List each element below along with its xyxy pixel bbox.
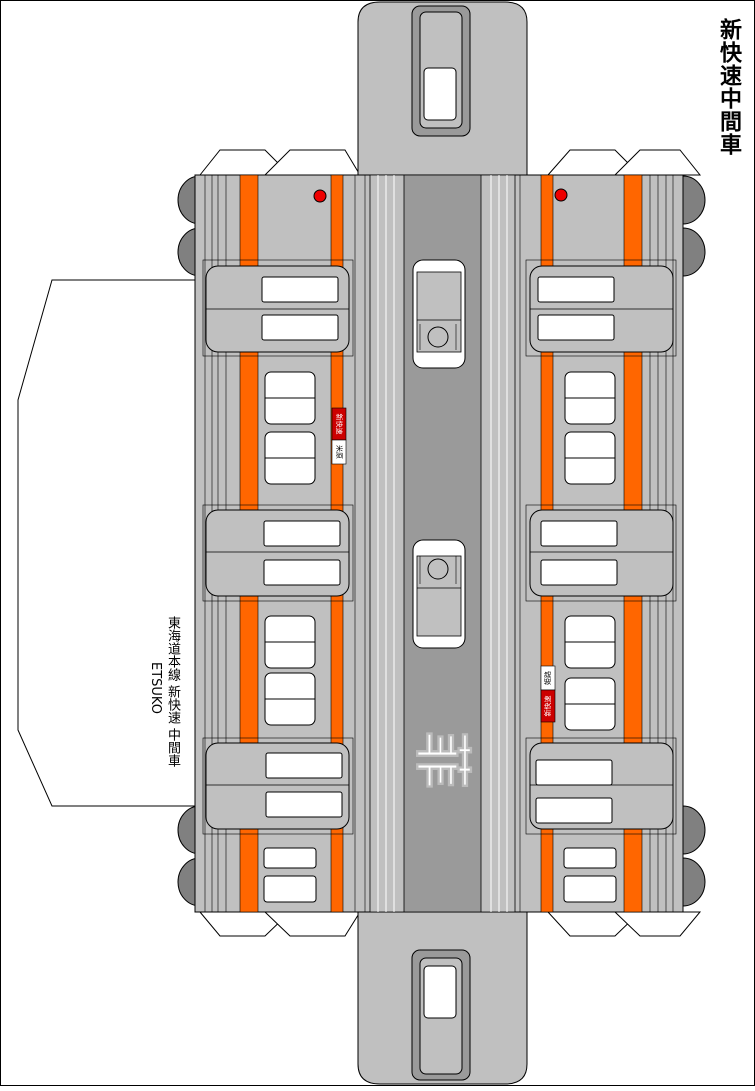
roof-ventilator-2 xyxy=(412,539,466,649)
sign-right-service: 新快速 xyxy=(543,696,552,717)
marker-lamp-right xyxy=(554,188,568,202)
credit-author: ETSUKO xyxy=(148,662,163,714)
car-end-bottom xyxy=(357,911,528,1085)
sheet-title: 新快速中間車 xyxy=(716,18,741,156)
fold-tabs-top xyxy=(198,149,702,176)
door-left-1 xyxy=(202,259,354,357)
roof-car-mark: 菲 xyxy=(408,731,476,789)
sign-left-service: 新快速 xyxy=(335,414,344,435)
door-left-2 xyxy=(202,504,354,602)
sign-right-destination: 姫路 xyxy=(543,671,552,685)
door-left-3 xyxy=(202,737,354,835)
sign-left-destination: 米原 xyxy=(335,445,344,459)
destination-sign-left: 新快速 米原 xyxy=(331,407,347,465)
windows-left xyxy=(263,371,317,903)
marker-lamp-left xyxy=(313,189,327,203)
roof-ventilator-1 xyxy=(412,259,466,369)
door-right-1 xyxy=(525,259,677,357)
door-right-2 xyxy=(525,504,677,602)
credit-line: 東海道本線 新快速 中間車 xyxy=(165,616,180,768)
destination-sign-right: 姫路 新快速 xyxy=(540,665,556,723)
windows-right xyxy=(563,371,617,903)
door-right-3 xyxy=(525,737,677,835)
car-end-top xyxy=(357,1,528,176)
